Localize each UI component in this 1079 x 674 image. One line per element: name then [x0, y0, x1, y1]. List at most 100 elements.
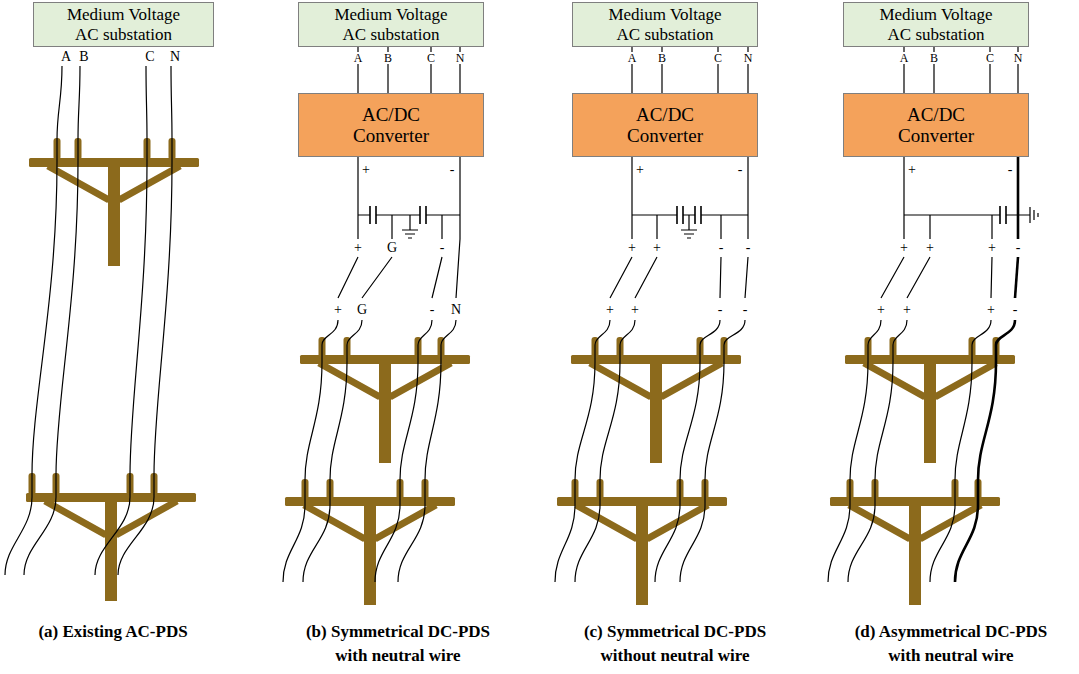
- polarity-label: -: [439, 241, 446, 255]
- capacitor-symbol: [1000, 206, 1006, 224]
- ground-symbol: [681, 215, 697, 238]
- phase-label: C: [713, 52, 723, 64]
- neutral-lead: [1017, 157, 1020, 239]
- polarity-label: +: [876, 303, 886, 317]
- panel-caption: (d) Asymmetrical DC-PDS with neutral wir…: [845, 620, 1057, 668]
- polarity-label: -: [1015, 241, 1022, 255]
- panel-caption: (c) Symmetrical DC-PDS without neutral w…: [573, 620, 778, 668]
- phase-label: A: [627, 52, 638, 64]
- phase-label: B: [383, 52, 393, 64]
- polarity-label: +: [902, 303, 912, 317]
- dc-lead: [904, 157, 992, 239]
- ac-wire: [95, 66, 147, 575]
- polarity-label: -: [742, 303, 749, 317]
- node-label: AC/DC Converter: [886, 104, 986, 147]
- switch-symbol: [610, 257, 748, 298]
- dc-wire: [555, 320, 610, 582]
- utility-pole: [557, 497, 727, 605]
- dc-bus: [904, 214, 1018, 215]
- panel-caption: (b) Symmetrical DC-PDS with neutral wire: [298, 620, 498, 668]
- dc-wire: [375, 320, 432, 582]
- node-label: Medium Voltage AC substation: [873, 5, 999, 43]
- dc-bus: [632, 214, 748, 215]
- dc-wire: [303, 320, 362, 582]
- switch-symbol: [1015, 257, 1018, 298]
- polarity-label: +: [987, 241, 997, 255]
- phase-label: B: [657, 52, 667, 64]
- substation-box: Medium Voltage AC substation: [572, 2, 758, 47]
- polarity-label: +: [907, 163, 917, 177]
- overhead-wires: [5, 66, 1038, 582]
- dc-wire: [575, 320, 635, 582]
- phase-label: C: [144, 50, 155, 64]
- polarity-label: +: [361, 163, 371, 177]
- dc-lead: [632, 157, 748, 239]
- ac-wire: [118, 66, 172, 575]
- polarity-label: -: [717, 303, 724, 317]
- ground-symbol: [402, 215, 418, 238]
- polarity-label: +: [627, 241, 637, 255]
- switch-symbol: [881, 257, 992, 298]
- dc-wire: [655, 320, 720, 582]
- substation-box: Medium Voltage AC substation: [33, 2, 214, 47]
- polarity-label: +: [353, 241, 363, 255]
- polarity-label: G: [356, 303, 368, 317]
- converter-box: AC/DC Converter: [298, 93, 484, 157]
- node-label: AC/DC Converter: [341, 104, 441, 147]
- node-label: Medium Voltage AC substation: [61, 5, 187, 43]
- utility-pole: [300, 355, 470, 463]
- phase-label: N: [455, 52, 466, 64]
- utility-poles: [26, 158, 1015, 605]
- dc-bus: [358, 214, 460, 215]
- phase-label: C: [426, 52, 436, 64]
- polarity-label: +: [986, 303, 996, 317]
- phase-label: N: [169, 50, 181, 64]
- node-label: AC/DC Converter: [615, 104, 715, 147]
- substation-box: Medium Voltage AC substation: [843, 2, 1029, 47]
- switch-symbol: [338, 239, 460, 298]
- dc-wire: [398, 320, 456, 582]
- phase-label: A: [60, 50, 72, 64]
- phase-label: A: [353, 52, 364, 64]
- dc-wire: [848, 320, 907, 582]
- connectors: [358, 47, 1018, 93]
- node-label: Medium Voltage AC substation: [602, 5, 728, 43]
- ground-symbol: [1018, 207, 1038, 223]
- capacitor-symbol: [370, 206, 426, 224]
- polarity-label: -: [745, 241, 752, 255]
- polarity-label: -: [1007, 163, 1014, 177]
- dc-wire: [283, 320, 338, 582]
- phase-label: N: [1013, 52, 1024, 64]
- utility-pole: [830, 497, 1000, 605]
- converter-box: AC/DC Converter: [572, 93, 758, 157]
- utility-pole: [571, 355, 741, 463]
- utility-pole: [29, 158, 199, 266]
- polarity-label: +: [333, 303, 343, 317]
- polarity-label: +: [635, 163, 645, 177]
- polarity-label: -: [1012, 303, 1019, 317]
- panel-caption: (a) Existing AC-PDS: [3, 620, 223, 644]
- utility-pole: [26, 493, 196, 601]
- polarity-label: N: [450, 303, 462, 317]
- neutral-wire: [955, 320, 1015, 582]
- phase-label: A: [899, 52, 910, 64]
- polarity-label: +: [652, 241, 662, 255]
- polarity-label: +: [630, 303, 640, 317]
- utility-pole: [285, 497, 455, 605]
- converter-box: AC/DC Converter: [843, 93, 1029, 157]
- substation-box: Medium Voltage AC substation: [298, 2, 484, 47]
- dc-lead: [358, 157, 460, 239]
- phase-label: C: [985, 52, 995, 64]
- ac-wire: [5, 66, 62, 575]
- polarity-label: +: [605, 303, 615, 317]
- dc-wire: [680, 320, 745, 582]
- phase-label: B: [929, 52, 939, 64]
- polarity-label: -: [429, 303, 436, 317]
- polarity-label: -: [737, 163, 744, 177]
- node-label: Medium Voltage AC substation: [328, 5, 454, 43]
- polarity-label: G: [386, 241, 398, 255]
- utility-pole: [845, 355, 1015, 463]
- polarity-label: -: [718, 241, 725, 255]
- dc-wire: [828, 320, 881, 582]
- ac-wire: [24, 66, 80, 575]
